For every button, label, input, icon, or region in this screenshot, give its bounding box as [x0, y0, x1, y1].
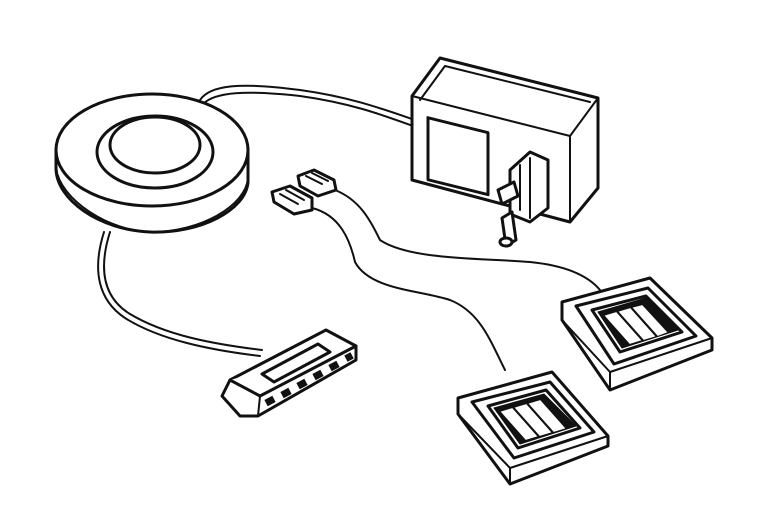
round-touch-dimmer: [54, 92, 250, 234]
dimmer-button-top: [108, 115, 202, 175]
led-array-1: [597, 297, 679, 349]
square-led-light-2: [456, 370, 610, 486]
led-array-2: [493, 393, 577, 445]
light-cable-2: [311, 207, 506, 371]
light-connector-plug-2: [270, 184, 314, 216]
adapter-to-dimmer-cable: [199, 84, 416, 127]
square-led-light-1: [560, 276, 714, 392]
light-connector-plug-1: [296, 168, 338, 198]
plug-in-power-adapter: [410, 56, 600, 248]
light-cable-1: [334, 189, 601, 291]
dimmer-to-block-cable: [97, 231, 263, 357]
euro-plug: [496, 150, 550, 248]
distribution-block: [220, 328, 358, 418]
block-label-plate: [260, 342, 332, 384]
adapter-label-window: [426, 116, 490, 197]
block-sockets: [264, 352, 354, 407]
